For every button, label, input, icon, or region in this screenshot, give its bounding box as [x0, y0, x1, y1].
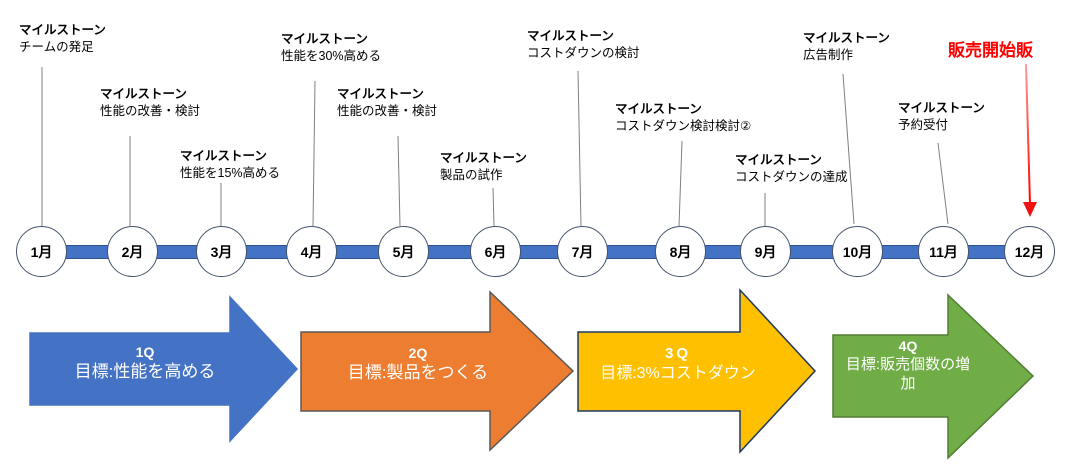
quarter-label: 1Q	[135, 344, 155, 360]
quarter-arrow-4q	[832, 293, 1035, 460]
month-node: 11月	[918, 226, 969, 277]
month-label: 4月	[300, 243, 323, 260]
timeline-segment	[603, 245, 663, 259]
month-node: 5月	[378, 226, 429, 277]
quarter-label: 2Q	[408, 345, 428, 361]
quarter-arrow-2q	[300, 290, 575, 452]
milestone-label: マイルストーン性能の改善・検討	[337, 86, 437, 120]
month-node: 10月	[832, 226, 883, 277]
month-node: 2月	[107, 226, 158, 277]
milestone-label: マイルストーン製品の試作	[440, 150, 527, 184]
milestone-label: マイルストーン広告制作	[803, 30, 890, 64]
month-node: 9月	[740, 226, 791, 277]
quarter-goal: 目標:性能を高める	[74, 362, 216, 381]
milestone-text: 性能の改善・検討	[100, 104, 201, 118]
quarter-label: 4Q	[898, 338, 918, 354]
month-node: 3月	[196, 226, 247, 277]
milestone-connector-line	[312, 80, 316, 227]
milestone-title: マイルストーン	[803, 31, 890, 45]
month-label: 3月	[210, 243, 233, 260]
milestone-text: コストダウン検討検討②	[615, 119, 752, 133]
quarter-arrow-3q	[577, 288, 817, 454]
milestone-connector-line	[492, 187, 495, 227]
month-node: 8月	[655, 226, 706, 277]
month-node: 12月	[1004, 226, 1055, 277]
launch-label: 販売開始販	[948, 41, 1033, 60]
milestone-label: マイルストーン性能の改善・検討	[100, 86, 200, 120]
launch-arrow-line	[1025, 63, 1031, 205]
milestone-label: マイルストーンコストダウン検討検討②	[615, 101, 751, 135]
month-node: 7月	[557, 226, 608, 277]
quarter-text-2q: 2Q 目標:製品をつくる	[308, 344, 528, 383]
milestone-text: 製品の試作	[440, 168, 503, 182]
milestone-title: マイルストーン	[898, 101, 985, 115]
milestone-title: マイルストーン	[337, 87, 424, 101]
launch-arrow	[1023, 63, 1037, 217]
month-label: 10月	[842, 243, 873, 260]
milestone-label: マイルストーンコストダウンの達成	[735, 152, 848, 186]
milestone-connectors	[41, 67, 949, 227]
launch-arrowhead-icon	[1023, 202, 1037, 217]
milestone-text: 性能の改善・検討	[337, 104, 438, 118]
milestone-label: マイルストーン予約受付	[898, 100, 985, 134]
milestone-title: マイルストーン	[281, 32, 368, 46]
quarter-arrow-1q	[29, 295, 299, 443]
quarter-goal: 目標:3%コストダウン	[600, 365, 756, 382]
month-label: 6月	[484, 243, 507, 260]
quarter-goal: 目標:製品をつくる	[347, 363, 489, 382]
milestone-label: マイルストーン性能を15%高める	[180, 148, 280, 182]
milestone-title: マイルストーン	[100, 87, 187, 101]
milestone-title: マイルストーン	[180, 149, 267, 163]
quarter-text-4q: 4Q 目標:販売個数の増加	[845, 337, 971, 393]
month-label: 12月	[1014, 243, 1045, 260]
month-label: 8月	[669, 243, 692, 260]
milestone-label: マイルストーンコストダウンの検討	[527, 28, 640, 62]
milestone-text: 性能を15%高める	[180, 166, 281, 180]
milestone-text: 広告制作	[803, 48, 854, 62]
milestone-text: チームの発足	[19, 40, 94, 54]
month-label: 11月	[929, 243, 958, 260]
milestone-connector-line	[842, 73, 855, 225]
milestone-title: マイルストーン	[527, 29, 614, 43]
quarter-goal: 目標:販売個数の増加	[845, 356, 971, 392]
milestone-label: マイルストーンチームの発足	[19, 22, 106, 56]
month-label: 2月	[121, 243, 144, 260]
quarter-label: 3Q	[664, 345, 691, 362]
milestone-title: マイルストーン	[19, 23, 106, 37]
milestone-text: 予約受付	[898, 118, 949, 132]
milestone-label: マイルストーン性能を30%高める	[281, 31, 381, 65]
milestone-connector-line	[577, 70, 582, 227]
milestone-text: コストダウンの達成	[735, 170, 848, 184]
month-label: 7月	[571, 243, 594, 260]
milestone-connector-line	[678, 140, 683, 227]
month-label: 9月	[754, 243, 777, 260]
quarter-text-1q: 1Q 目標:性能を高める	[40, 343, 250, 382]
milestone-text: 性能を30%高める	[281, 49, 382, 63]
milestone-title: マイルストーン	[735, 153, 822, 167]
month-label: 5月	[392, 243, 415, 260]
quarter-text-3q: 3Q 目標:3%コストダウン	[578, 345, 778, 384]
month-node: 4月	[286, 226, 337, 277]
milestone-connector-line	[397, 135, 401, 227]
milestone-title: マイルストーン	[615, 102, 702, 116]
milestone-title: マイルストーン	[440, 151, 527, 165]
month-node: 1月	[16, 226, 67, 277]
month-label: 1月	[30, 243, 53, 260]
milestone-text: コストダウンの検討	[527, 46, 640, 60]
milestone-connector-line	[937, 142, 949, 225]
month-node: 6月	[470, 226, 521, 277]
